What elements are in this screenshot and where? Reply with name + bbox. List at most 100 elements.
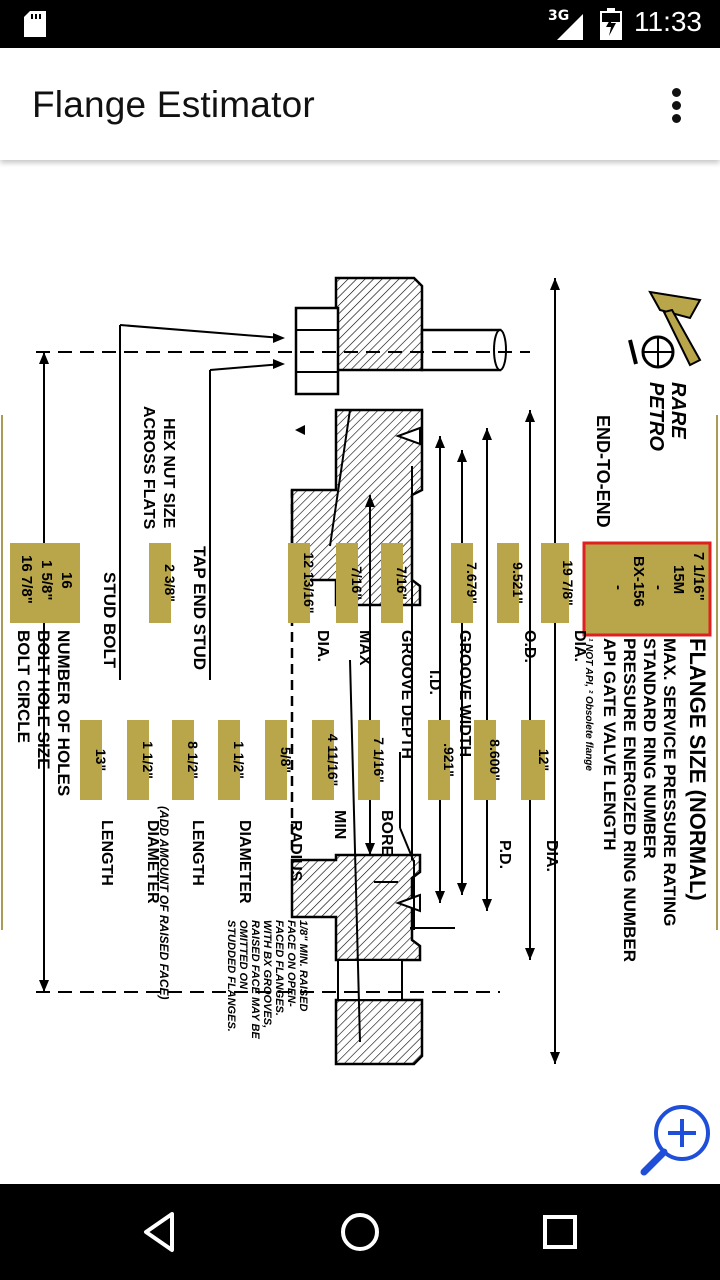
value-text-13: 1 1/2" [231,741,247,779]
value-box-16 [80,720,102,800]
value-box-8 [336,543,358,623]
footnote-5: RAISED FACE MAY BE [249,920,261,1039]
value-text-15: 1 1/2" [140,741,156,779]
rare-petro-logo [628,290,702,369]
value-box-13 [218,720,240,800]
value-text-7: 7 1/16" [371,737,387,783]
value-text-0: 19 7/8" [560,560,576,606]
bolt-hole-size-label: BOLT HOLE SIZE [34,630,53,769]
value-text-5: .921" [441,743,457,777]
value-text-4: 7.679" [464,562,480,604]
footnote-6: OMITTED ON [237,920,249,990]
value-text-14: 8 1/2" [185,741,201,779]
logo-text-petro: PETRO [645,382,667,451]
dimension-label-7: BORE [378,810,395,857]
value-text-11: 5/8" [278,747,294,773]
signal-icon [557,14,583,40]
dimension-label-13: DIAMETER [236,820,253,904]
stud-bolt-label: STUD BOLT [100,572,119,669]
overflow-menu-icon[interactable] [660,84,694,128]
flange-diagram[interactable]: RARE PETRO END-TO-END FLANGE SIZE (NORMA… [0,160,720,1184]
value-box-1 [521,720,545,800]
footnote-7: STUDDED FLANGES. [225,920,237,1032]
value-text-1: 12" [536,749,552,771]
value-box-10 [288,543,310,623]
bolt-circle-value: 16 7/8" [18,555,35,604]
value-text-12: 2 3/8" [162,564,178,602]
value-text-10: 12 13/16" [301,552,317,613]
back-icon[interactable] [136,1208,184,1256]
tap-end-stud-label: TAP END STUD [190,546,209,670]
footnote-1: 1/8" MIN. RAISED [297,920,309,1011]
header-note: ¹ NOT API, ² Obsolete flange [583,638,594,771]
value-box-4 [451,543,473,623]
number-of-holes-value: 16 [58,572,75,589]
dimension-label-16: LENGTH [98,820,115,886]
dimension-label-11: RADIUS [287,820,304,882]
dimension-label-8: MAX [356,630,373,666]
value-box-9 [312,720,334,800]
raised-face-note: (ADD AMOUNT OF RAISED FACE) [157,806,171,1000]
value-text-8: 7/16" [349,566,365,600]
dimension-label-6: GROOVE DEPTH [398,630,415,759]
end-to-end-label: END-TO-END [593,415,613,528]
value-box-12 [149,543,171,623]
highlight-bx-ring: BX-156 [630,556,647,607]
value-box-14 [172,720,194,800]
footnote-3: FACED FLANGES. [273,920,285,1016]
value-box-2 [497,543,519,623]
value-text-6: 7/16" [394,566,410,600]
diagram-viewer[interactable]: RARE PETRO END-TO-END FLANGE SIZE (NORMA… [0,160,720,1184]
dimension-label-10: DIA. [314,630,331,662]
highlight-ring: - [650,585,667,590]
status-bar: 3G 11:33 [0,0,720,48]
dimension-label-15: DIAMETER [144,820,161,904]
value-box-5 [428,720,450,800]
highlight-pressure: 15M [670,565,687,594]
value-text-16: 13" [93,749,109,771]
dimension-label-2: O.D. [521,630,538,663]
value-box-11 [265,720,287,800]
dimension-label-4: I.D. [426,670,443,695]
dimension-label-9: MIN [331,810,348,839]
network-type: 3G [548,8,570,24]
header-row-4: API GATE VALVE LENGTH [600,638,619,851]
battery-charging-icon [600,8,622,40]
bolt-circle-label: BOLT CIRCLE [14,630,33,743]
flange-size-title: FLANGE SIZE (NORMAL) [685,638,710,901]
home-icon[interactable] [336,1208,384,1256]
hex-nut-label-2: ACROSS FLATS [140,406,157,530]
clock: 11:33 [634,6,702,37]
footnote-4: WITH BX GROOVES, [261,920,273,1028]
value-boxes: 19 7/8" DIA. 12" DIA. 9.521" O.D. 8.600" P.D. 7.… [80,543,588,904]
dimension-label-1: DIA. [543,840,560,872]
dimension-label-0: DIA. [571,630,588,662]
value-box-3 [474,720,496,800]
header-row-2: STANDARD RING NUMBER [640,638,659,859]
highlight-size: 7 1/16" [690,552,707,601]
value-text-3: 8.600" [487,739,503,781]
navigation-bar [0,1184,720,1280]
stud-bolt-drawing [294,306,507,1001]
value-box-7 [358,720,380,800]
hex-nut-label-1: HEX NUT SIZE [160,418,177,529]
footnote-2: FACE ON OPEN- [285,920,297,1007]
value-box-0 [541,543,569,623]
app-bar: Flange Estimator [0,48,720,160]
highlight-valve-length: - [610,585,627,590]
sd-card-icon [24,11,46,37]
dimension-label-3: P.D. [496,840,513,869]
bolt-hole-size-value: 1 5/8" [38,560,55,600]
value-text-2: 9.521" [510,562,526,604]
zoom-in-icon[interactable] [636,1100,716,1180]
number-of-holes-label: NUMBER OF HOLES [54,630,73,796]
dimension-label-14: LENGTH [189,820,206,886]
header-row-3: PRESSURE ENERGIZED RING NUMBER [620,638,639,962]
value-box-6 [381,543,403,623]
app-title: Flange Estimator [32,84,315,125]
value-text-9: 4 11/16" [325,734,341,787]
recents-icon[interactable] [536,1208,584,1256]
value-box-15 [127,720,149,800]
logo-text-rare: RARE [667,382,689,439]
dimension-label-5: GROOVE WIDTH [456,630,473,757]
